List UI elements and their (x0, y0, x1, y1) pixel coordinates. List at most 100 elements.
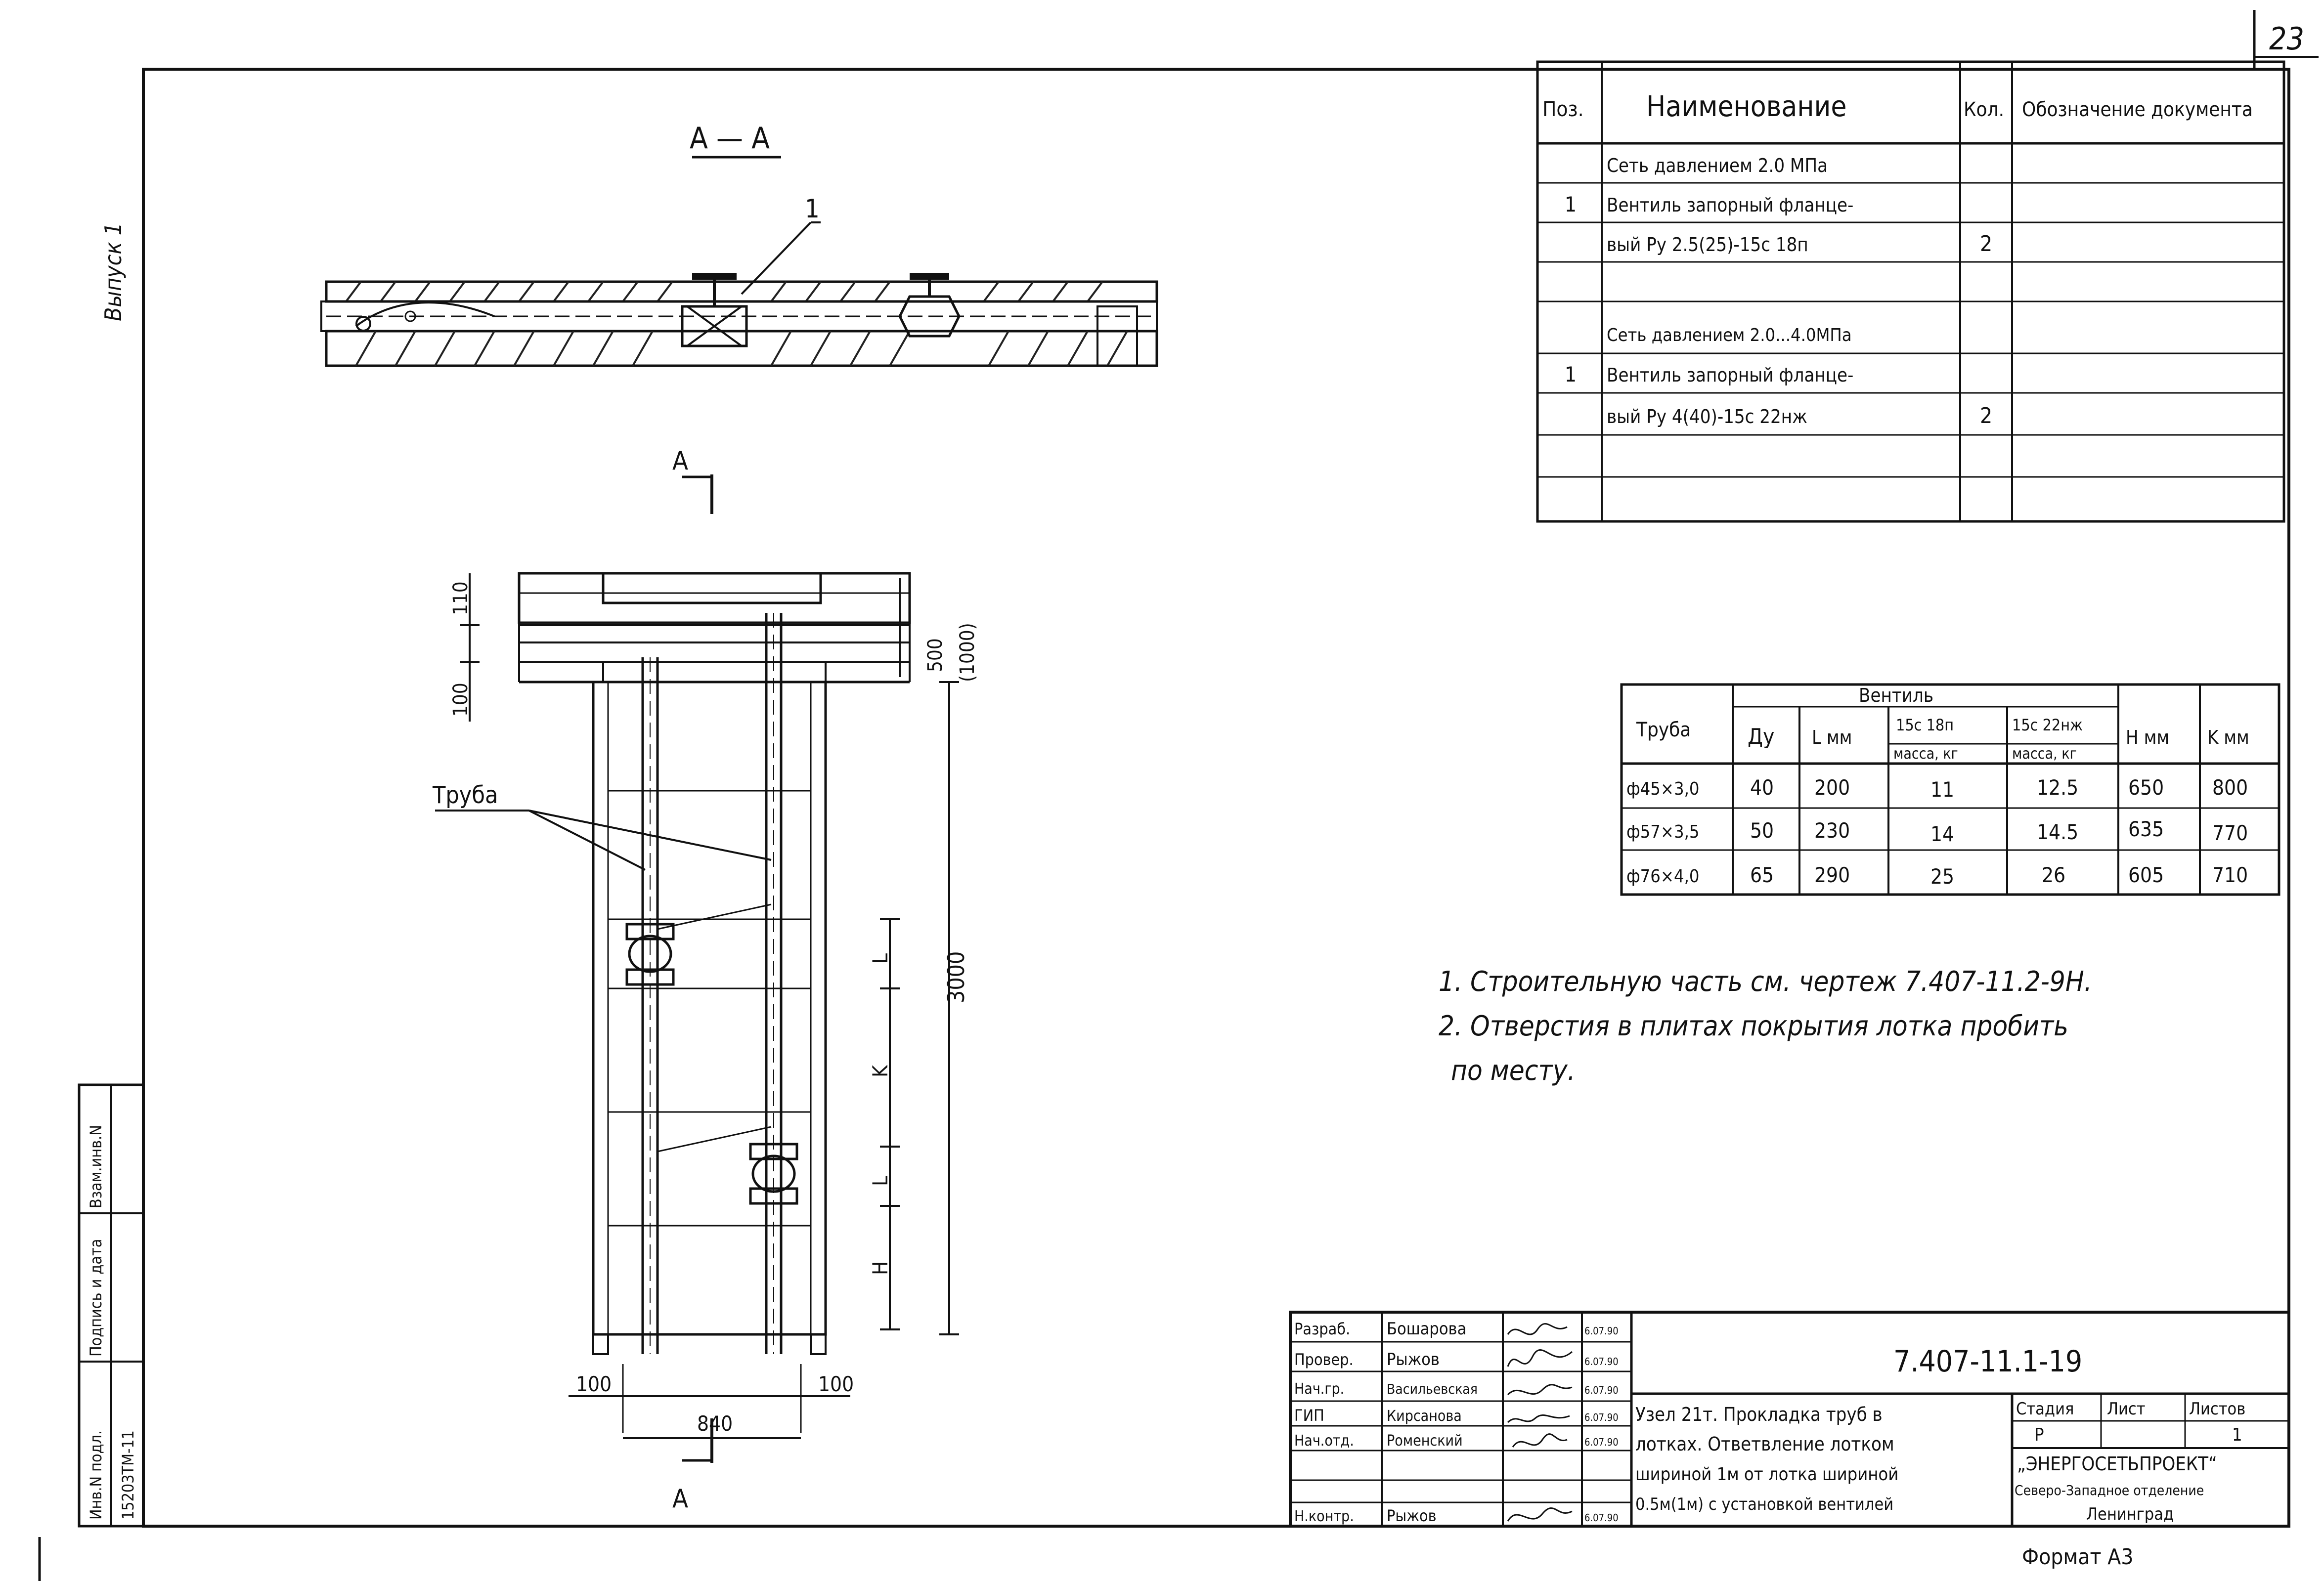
signature-3 (1507, 1384, 1573, 1396)
side-stamp-inv-value: 15203ТМ-11 (119, 1430, 137, 1520)
dim-L-upper: L (868, 953, 892, 964)
tb-name-4: Кирсанова (1387, 1408, 1462, 1425)
valve-header-l: L мм (1812, 726, 1852, 748)
valve-row-2-pipe: ф57×3,5 (1626, 822, 1700, 842)
tb-sheets-value: 1 (2232, 1425, 2242, 1445)
cut-label-top: А (672, 446, 688, 476)
tb-date-1: 6.07.90 (1584, 1325, 1619, 1337)
spec-row-1-name: Сеть давлением 2.0 МПа (1607, 155, 1828, 176)
valve-header-m2-top: 15с 22нж (2012, 716, 2083, 734)
spec-row-3-qty: 2 (1980, 231, 1992, 256)
valve-plan-2 (749, 1143, 798, 1205)
tb-role-1: Разраб. (1294, 1320, 1350, 1338)
dim-500: 500 (924, 638, 947, 672)
valve-section-1 (681, 273, 748, 347)
signature-4 (1507, 1414, 1570, 1423)
note-1: 1. Строительную часть см. чертеж 7.407-1… (1439, 966, 2092, 998)
valve-header-m1-bottom: масса, кг (1893, 745, 1958, 763)
spec-row-7-name: вый Ру 4(40)-15с 22нж (1607, 406, 1807, 427)
spec-header-qty: Кол. (1964, 98, 2004, 121)
dim-100-left: 100 (449, 683, 472, 717)
section-a-a: А — А 1 (320, 121, 1158, 367)
valve-row-2-m1: 14 (1930, 822, 1954, 846)
side-stamp-label-replace: Взам.инв.N (87, 1125, 105, 1208)
dim-100-bottom-left: 100 (576, 1372, 612, 1396)
tb-org-1: „ЭНЕРГОСЕТЬПРОЕКТ“ (2017, 1453, 2217, 1475)
tb-name-3: Васильевская (1387, 1381, 1478, 1397)
valve-row-3-pipe: ф76×4,0 (1626, 866, 1700, 887)
tb-doc-code: 7.407-11.1-19 (1893, 1344, 2082, 1379)
tb-name-1: Бошарова (1387, 1319, 1466, 1339)
valve-row-1-dy: 40 (1750, 775, 1774, 800)
valve-group-header: Вентиль (1859, 684, 1933, 706)
valve-table: Вентиль Труба Ду L мм 15с 18п масса, кг … (1620, 683, 2280, 896)
valve-row-3-h: 605 (2128, 863, 2164, 887)
tb-title-2: лотках. Ответвление лотком (1635, 1433, 1894, 1455)
valve-row-2-l: 230 (1814, 818, 1850, 843)
valve-row-2-dy: 50 (1750, 818, 1774, 843)
valve-row-3-m1: 25 (1930, 864, 1954, 889)
valve-header-h: H мм (2126, 726, 2169, 748)
tb-date-2: 6.07.90 (1584, 1356, 1619, 1367)
valve-row-3-l: 290 (1814, 863, 1850, 887)
callout-leader (741, 221, 812, 295)
tb-org-2: Северо-Западное отделение (2015, 1482, 2204, 1498)
tb-role-7: Н.контр. (1294, 1508, 1354, 1525)
valve-row-3-k: 710 (2212, 863, 2248, 887)
tb-date-7: 6.07.90 (1584, 1512, 1619, 1524)
spec-row-3-name: вый Ру 2.5(25)-15с 18п (1607, 234, 1808, 256)
issue-label: Выпуск 1 (100, 222, 127, 321)
tb-role-5: Нач.отд. (1294, 1432, 1354, 1450)
spec-row-6-pos: 1 (1565, 362, 1577, 386)
valve-row-1-pipe: ф45×3,0 (1626, 779, 1700, 799)
valve-row-3-dy: 65 (1750, 863, 1774, 887)
dim-L-lower: L (868, 1176, 892, 1186)
tb-name-5: Роменский (1387, 1432, 1463, 1450)
valve-row-1-k: 800 (2212, 775, 2248, 800)
valve-header-m2-bottom: масса, кг (2012, 745, 2077, 763)
left-margin-stamp: Выпуск 1 (100, 222, 127, 321)
dim-840: 840 (697, 1411, 733, 1436)
format-label: Формат А3 (2022, 1544, 2133, 1570)
signature-2 (1507, 1349, 1573, 1367)
note-3: по месту. (1451, 1055, 1576, 1087)
valve-row-1-m2: 12.5 (2037, 775, 2078, 800)
plan-view: А А (432, 446, 979, 1514)
side-stamp: Инв.N подл. Подпись и дата Взам.инв.N 15… (78, 1083, 145, 1528)
tb-title-1: Узел 21т. Прокладка труб в (1635, 1404, 1883, 1425)
tb-name-7: Рыжов (1387, 1506, 1437, 1525)
spec-header-name: Наименование (1646, 89, 1847, 123)
tb-title-3: шириной 1м от лотка шириной (1635, 1464, 1898, 1485)
spec-row-2-pos: 1 (1565, 192, 1577, 216)
spec-row-7-qty: 2 (1980, 403, 1992, 428)
valve-header-k: K мм (2207, 726, 2249, 748)
cut-label-bottom: А (672, 1484, 688, 1514)
dim-H: H (868, 1261, 892, 1275)
signature-1 (1507, 1323, 1568, 1335)
valve-header-pipe: Труба (1636, 719, 1691, 741)
section-title: А — А (690, 121, 770, 156)
tb-sheets-label: Листов (2189, 1399, 2245, 1419)
spec-table: Поз. Наименование Кол. Обозначение докум… (1536, 60, 2285, 523)
signature-5 (1512, 1433, 1568, 1448)
dim-1000: (1000) (956, 623, 979, 682)
valve-row-3-m2: 26 (2042, 863, 2065, 887)
tb-stage-value: Р (2034, 1425, 2044, 1445)
tb-stage-label: Стадия (2016, 1399, 2074, 1419)
tb-role-4: ГИП (1294, 1406, 1324, 1425)
tb-org-3: Ленинград (2086, 1504, 2174, 1524)
tb-date-5: 6.07.90 (1584, 1436, 1619, 1448)
valve-row-2-h: 635 (2128, 817, 2164, 841)
spec-row-6-name: Вентиль запорный фланце- (1607, 364, 1853, 386)
signature-7 (1507, 1507, 1573, 1522)
pipe-label: Труба (432, 781, 498, 809)
drawing-frame (142, 68, 2290, 1528)
title-block: Разраб. Бошарова 6.07.90 Провер. Рыжов 6… (1289, 1311, 2290, 1528)
valve-header-dy: Ду (1748, 724, 1774, 749)
valve-row-2-k: 770 (2212, 821, 2248, 845)
tb-title-4: 0.5м(1м) с установкой вентилей (1635, 1495, 1893, 1514)
dim-100-bottom-right: 100 (818, 1372, 854, 1396)
spec-header-doc: Обозначение документа (2022, 98, 2253, 121)
side-stamp-label-inv: Инв.N подл. (87, 1430, 105, 1520)
